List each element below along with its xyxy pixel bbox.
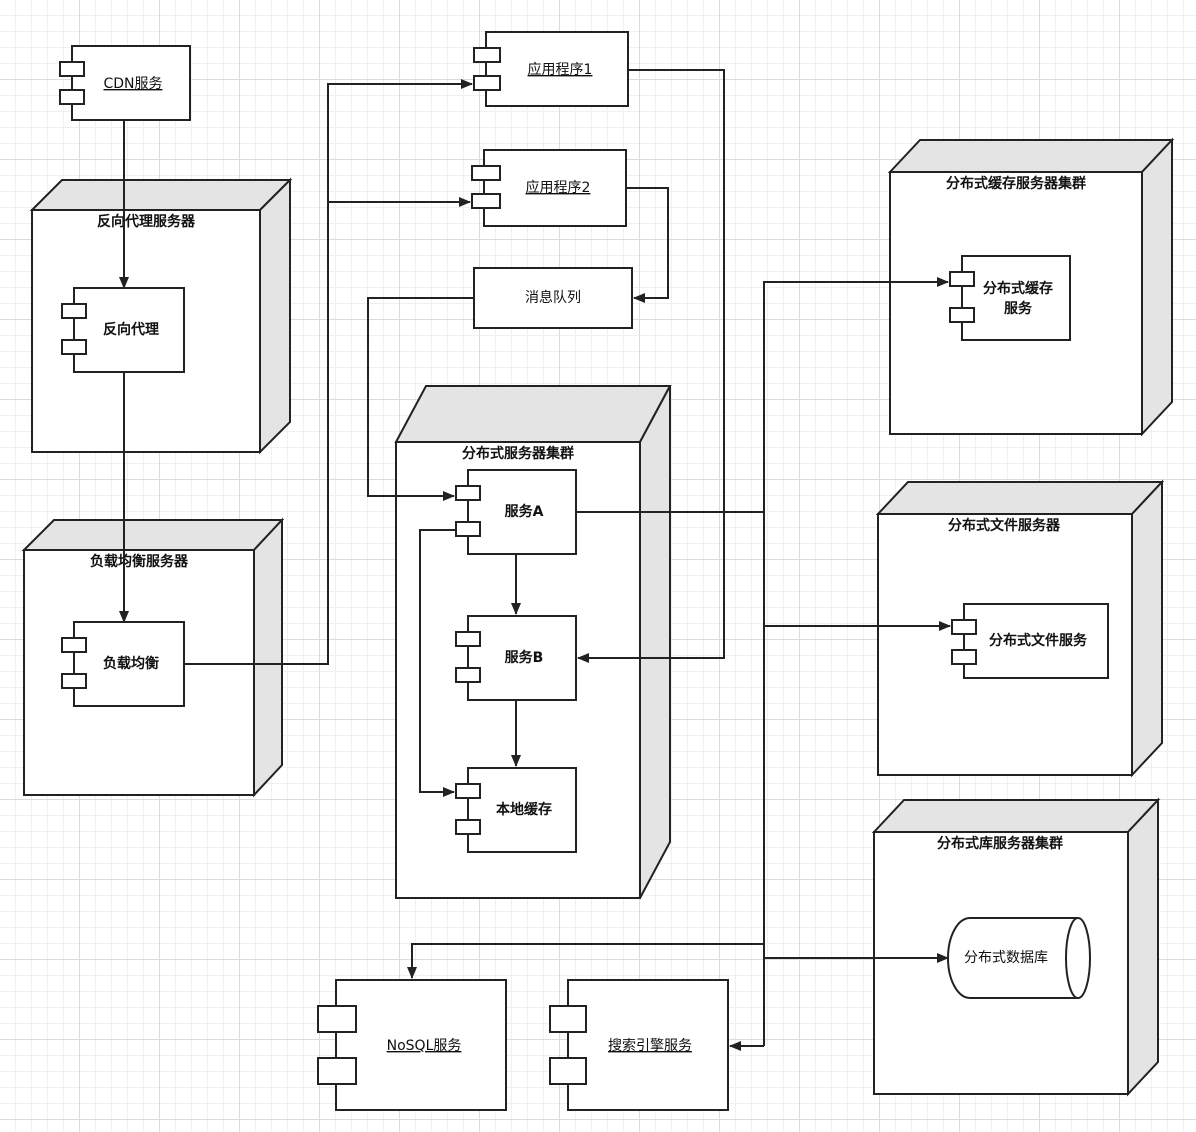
edge-app2-to-mq: [626, 187, 669, 303]
component-port-icon: [455, 485, 481, 501]
reverse-proxy-component[interactable]: 反向代理: [61, 287, 185, 373]
component-label: 分布式数据库: [964, 950, 1048, 966]
component-port-icon: [473, 47, 501, 63]
component-port-icon: [59, 61, 85, 77]
component-port-icon: [473, 75, 501, 91]
message-queue-box[interactable]: 消息队列: [473, 267, 633, 329]
component-label[interactable]: 应用程序2: [526, 179, 591, 196]
component-label: 分布式文件服务: [989, 632, 1088, 649]
component-port-icon: [455, 631, 481, 647]
edge-service-a-to-cache-service: [763, 277, 949, 512]
distributed-file-service-component[interactable]: 分布式文件服务: [951, 603, 1109, 679]
component-port-icon: [471, 165, 501, 181]
component-port-icon: [61, 303, 87, 319]
component-label[interactable]: NoSQL服务: [387, 1038, 462, 1054]
component-label: 服务A: [505, 503, 544, 520]
component-label: 消息队列: [525, 289, 581, 306]
component-port-icon: [455, 783, 481, 799]
component-label: 负载均衡: [103, 655, 159, 672]
component-port-icon: [471, 193, 501, 209]
component-port-icon: [455, 521, 481, 537]
local-cache-component[interactable]: 本地缓存: [455, 767, 577, 853]
edge-app1-to-service-b: [577, 69, 725, 663]
load-balancer-component[interactable]: 负载均衡: [61, 621, 185, 707]
node-title: 分布式服务器集群: [462, 445, 574, 462]
component-port-icon: [949, 307, 975, 323]
component-port-icon: [455, 667, 481, 683]
distributed-database-cylinder[interactable]: 分布式数据库: [947, 917, 1091, 999]
app2-component[interactable]: 应用程序2: [471, 149, 627, 227]
service-a-component[interactable]: 服务A: [455, 469, 577, 555]
component-port-icon: [317, 1057, 357, 1085]
component-port-icon: [61, 673, 87, 689]
component-label: 服务B: [505, 649, 544, 666]
component-label: 反向代理: [103, 321, 159, 338]
component-label: 分布式缓存: [983, 280, 1053, 297]
search-engine-service-component[interactable]: 搜索引擎服务: [549, 979, 729, 1111]
component-port-icon: [59, 89, 85, 105]
edge-lb-to-app1: [184, 79, 473, 665]
cdn-service-component[interactable]: CDN服务: [59, 45, 191, 121]
component-port-icon: [951, 619, 977, 635]
component-label: 服务: [1004, 300, 1033, 317]
component-label[interactable]: CDN服务: [103, 76, 162, 92]
node-title: 负载均衡服务器: [90, 553, 189, 570]
component-port-icon: [317, 1005, 357, 1033]
service-b-component[interactable]: 服务B: [455, 615, 577, 701]
nosql-service-component[interactable]: NoSQL服务: [317, 979, 507, 1111]
app1-component[interactable]: 应用程序1: [473, 31, 629, 107]
component-port-icon: [549, 1057, 587, 1085]
edge-service-a-to-nosql: [407, 943, 764, 979]
component-port-icon: [61, 637, 87, 653]
node-title: 分布式文件服务器: [948, 517, 1061, 534]
edge-service-a-to-local-cache: [419, 529, 456, 797]
component-port-icon: [549, 1005, 587, 1033]
component-label[interactable]: 应用程序1: [528, 61, 593, 78]
node-reverse-proxy-server[interactable]: 反向代理服务器: [29, 177, 293, 455]
node-title: 分布式缓存服务器集群: [946, 175, 1086, 192]
component-port-icon: [61, 339, 87, 355]
node-title: 分布式库服务器集群: [937, 835, 1063, 852]
component-port-icon: [949, 271, 975, 287]
connectors: [119, 69, 951, 1051]
component-port-icon: [951, 649, 977, 665]
edge-mq-to-service-a: [367, 297, 474, 501]
component-label: 本地缓存: [496, 801, 552, 818]
component-port-icon: [455, 819, 481, 835]
component-label[interactable]: 搜索引擎服务: [608, 1037, 692, 1054]
node-title: 反向代理服务器: [97, 213, 196, 230]
distributed-cache-service-component[interactable]: 分布式缓存 服务: [949, 255, 1071, 341]
